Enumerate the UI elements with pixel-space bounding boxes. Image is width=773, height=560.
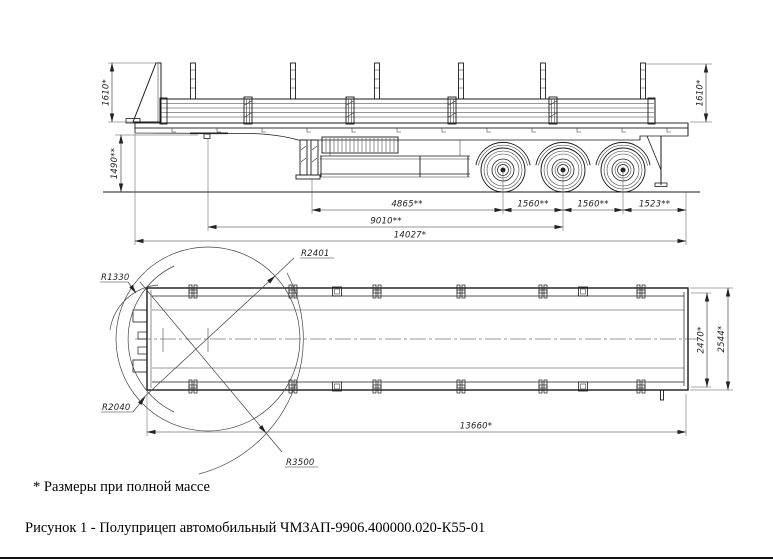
label-r2401: R2401 [301,249,330,259]
r3500-arc [198,272,304,475]
dim-axle1-axle2: 1560** [517,200,548,210]
board-lock [548,96,558,125]
board-lock [243,96,253,125]
board-lock [447,96,457,125]
label-r2040: R2040 [102,403,131,413]
side-view-drawing: 1610* 1490** 1610* 4865** 1560** [102,62,712,245]
rope-hooks [171,128,672,133]
front-coupling-tabs [132,309,148,373]
plan-view-dimensions: 13660* 2470* 2544* [146,287,733,436]
dim-inner-width: 2470* [697,327,707,354]
dim-platform-length: 13660* [460,422,493,432]
dim-overall-width: 2544* [717,326,727,353]
stakes [190,62,646,100]
kingpin [203,133,211,139]
dim-overall-length: 14027* [394,231,427,241]
plan-view-drawing: R1330 R2040 R2401 R3500 13660* 2470* 254… [100,246,733,475]
kingpin-marks [162,328,209,352]
dim-front-wall-height: 1610* [102,79,112,106]
stake-pockets [188,284,664,401]
spare-wheel-carrier [320,136,470,178]
dim-rear-stake-height: 1610* [696,80,706,107]
rear-underride-guard [646,123,689,187]
dim-axle2-axle3: 1560** [577,200,608,210]
dim-fifth-wheel-height: 1490** [110,148,120,179]
front-bulkhead [125,62,162,124]
fifth-wheel-plate [190,132,228,135]
label-r1330: R1330 [101,273,130,283]
dim-kingpin-to-bogie: 9010** [370,217,401,227]
dim-axle3-rear: 1523** [639,200,670,210]
side-view-dimensions: 1610* 1490** 1610* 4865** 1560** [102,62,712,245]
figure-caption: Рисунок 1 - Полуприцеп автомобильный ЧМЗ… [25,520,486,536]
label-r3500: R3500 [286,458,315,468]
page-bottom-rule [0,557,773,559]
rear-hook [660,389,664,401]
swing-radii: R1330 R2040 R2401 R3500 [100,246,334,475]
board-lock [345,96,355,125]
footnote: * Размеры при полной массе [33,479,210,495]
platform-deck [134,122,689,141]
platform-outline [135,287,697,391]
side-boards [159,96,656,125]
landing-gear [295,139,321,180]
r2040-arc [127,265,175,413]
r1330-arc [109,284,159,331]
dim-landing-to-axle1: 4865** [391,200,422,210]
frame-underside [134,128,689,141]
